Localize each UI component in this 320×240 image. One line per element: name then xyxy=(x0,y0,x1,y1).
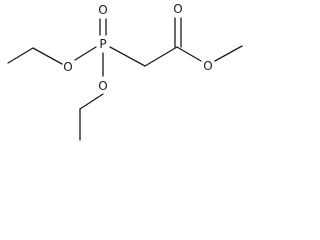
atom-label-p: P xyxy=(99,37,106,51)
atom-label-o-ester-left: O xyxy=(63,60,72,74)
atom-labels: P O O O O O xyxy=(63,2,212,93)
atom-label-o-carbonyl: O xyxy=(173,2,182,16)
bond-o-ch2-lower xyxy=(79,93,104,110)
bond-ch3-ch2-left xyxy=(7,47,34,64)
bond-ch2-carbonyl-c xyxy=(144,46,178,67)
atom-label-o-ester-lower: O xyxy=(98,79,107,93)
bond-o-ch3-methoxy xyxy=(214,45,243,62)
atom-label-o-phosphoryl: O xyxy=(98,3,107,17)
bonds xyxy=(7,17,243,141)
atom-label-o-methoxy: O xyxy=(203,59,212,73)
bond-ch2-o-left xyxy=(32,47,63,65)
bond-c-o-methoxy xyxy=(176,46,202,62)
bond-p-ch2 xyxy=(109,46,146,67)
molecule-diagram: P O O O O O xyxy=(7,2,243,141)
structure-canvas: P O O O O O xyxy=(0,0,250,152)
bond-o-p-left xyxy=(74,46,97,61)
